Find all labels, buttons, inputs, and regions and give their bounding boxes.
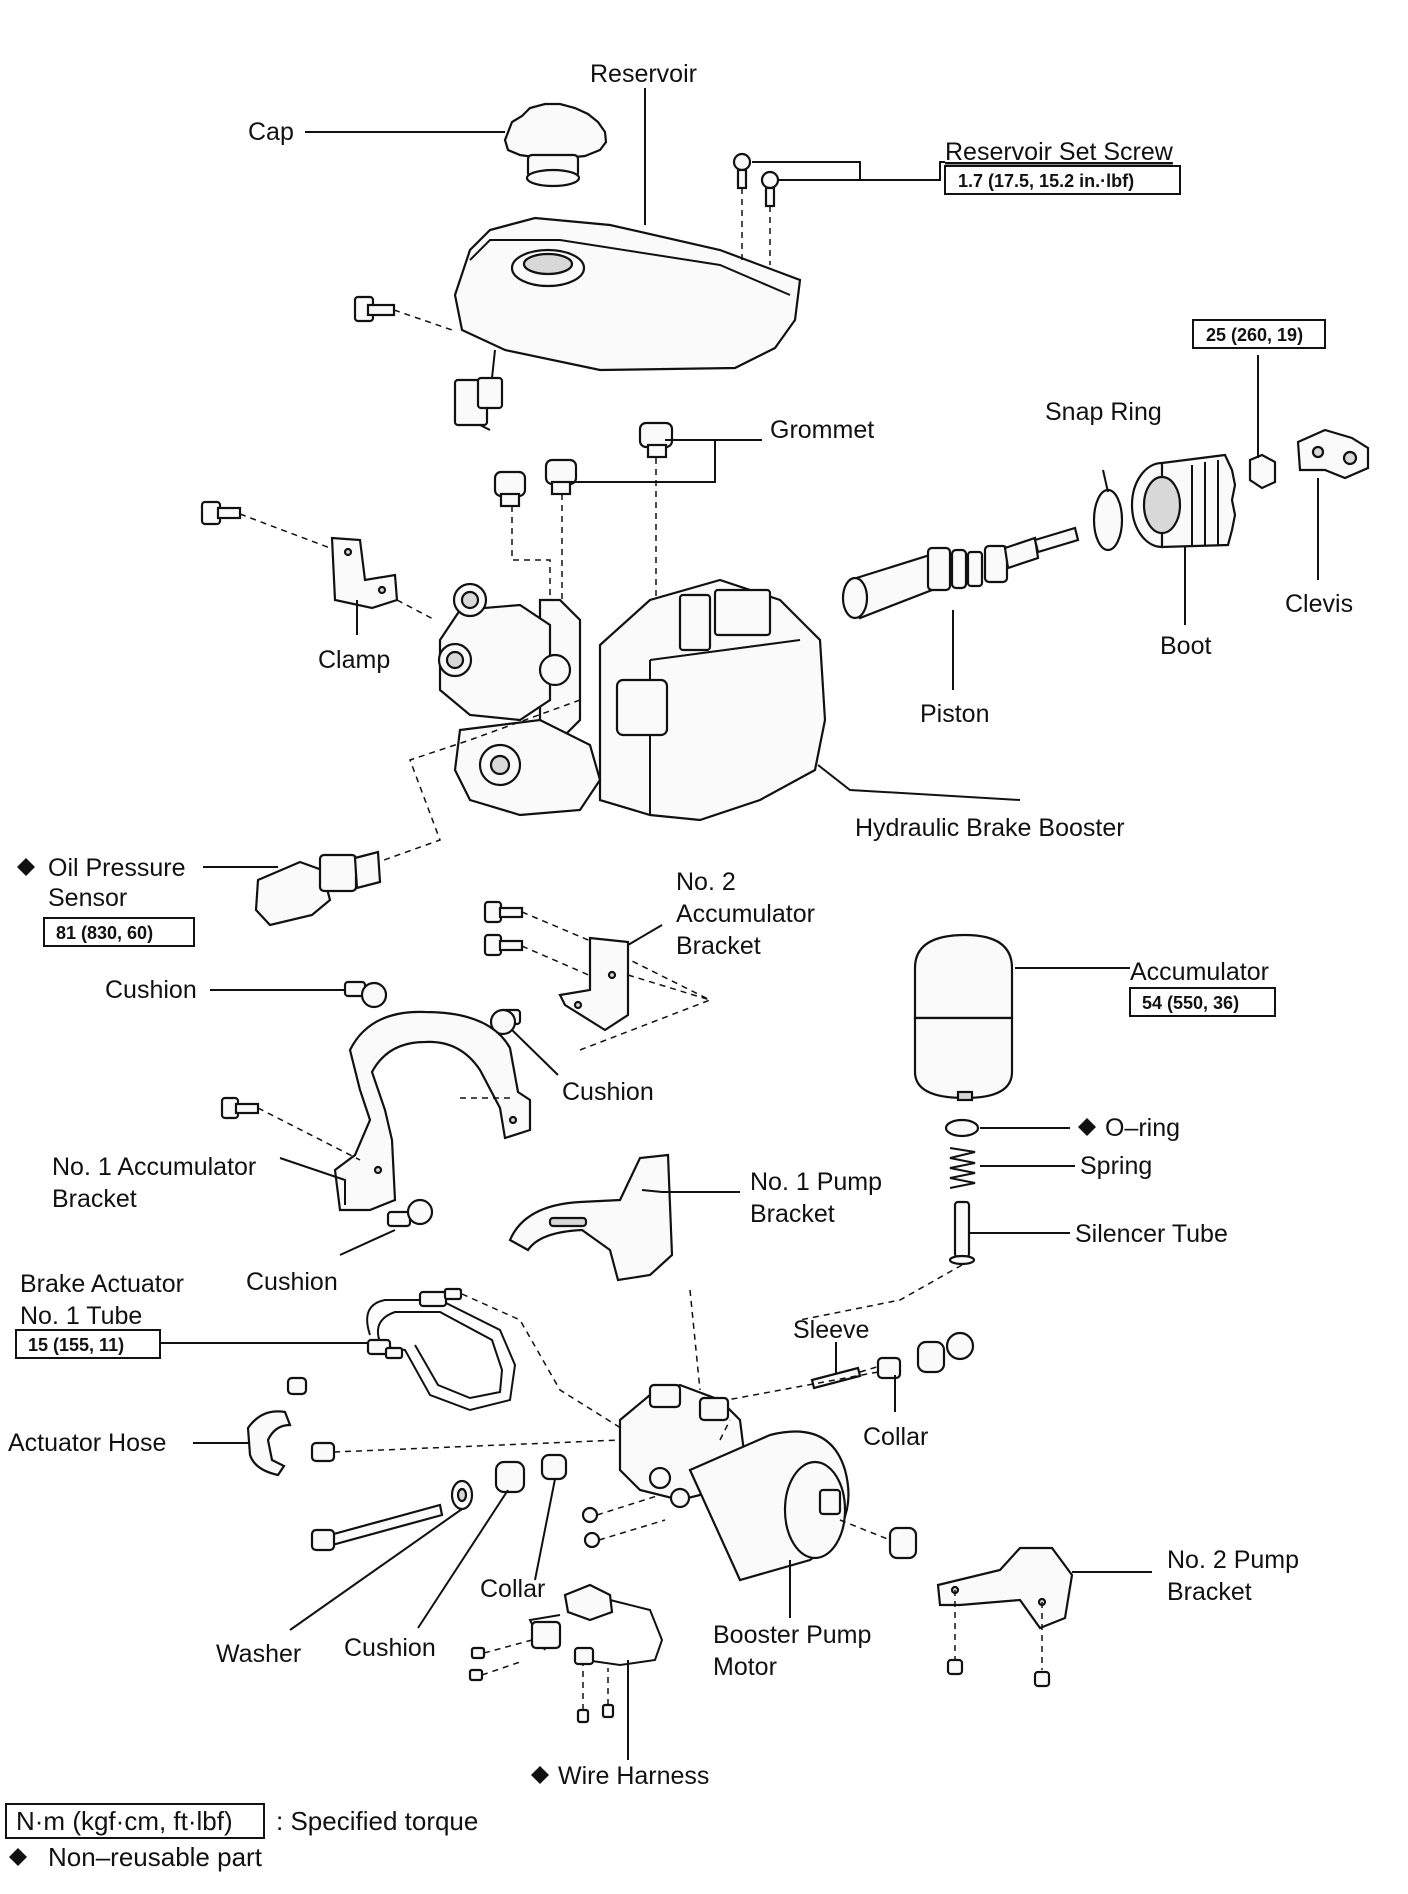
diamond-icon [531,1766,549,1784]
torque-box-brake-actuator-tube [15,1329,161,1359]
torque-clevis-nut: 25 (260, 19) [1206,325,1303,345]
cushion-part-1 [343,980,388,1009]
label-o-ring: O–ring [1105,1114,1180,1142]
label-clevis: Clevis [1285,590,1353,618]
torque-reservoir-set-screw: 1.7 (17.5, 15.2 in.·lbf) [958,171,1134,191]
cap-part [503,102,608,188]
label-brake-actuator-tube: Brake Actuator [20,1270,184,1298]
washer-part [450,1479,474,1511]
diamond-icon [1078,1118,1096,1136]
label-cap: Cap [248,118,294,146]
wire-harness-part [468,1583,664,1724]
collar-part-2 [540,1453,568,1481]
label-no2-accumulator-bracket-3: Bracket [676,932,761,960]
legend-torque-box [5,1803,265,1839]
accumulator-part [913,933,1014,1102]
label-boot: Boot [1160,632,1211,660]
spring-part [949,1147,976,1189]
boot-part [1130,453,1237,549]
grommet-parts [493,421,674,640]
legend-torque-unit: N·m (kgf·cm, ft·lbf) [16,1806,233,1836]
label-piston: Piston [920,700,989,728]
torque-specs: 1.7 (17.5, 15.2 in.·lbf) 25 (260, 19) 81… [15,165,1326,1359]
legend-torque-desc: : Specified torque [276,1806,478,1836]
label-grommet: Grommet [770,416,874,444]
label-brake-actuator-tube-2: No. 1 Tube [20,1302,142,1330]
label-sleeve: Sleeve [793,1316,869,1344]
torque-box-clevis-nut [1192,319,1326,349]
label-spring: Spring [1080,1152,1152,1180]
cushion-part-3 [386,1198,434,1228]
piston-part [841,526,1080,620]
label-no1-accumulator-bracket: No. 1 Accumulator [52,1153,256,1181]
torque-box-accumulator [1129,987,1276,1017]
oil-pressure-sensor-part [254,850,382,927]
label-no2-accumulator-bracket: No. 2 [676,868,736,896]
label-no1-accumulator-bracket-2: Bracket [52,1185,137,1213]
brake-actuator-tube-part [366,1287,641,1441]
torque-oil-pressure-sensor: 81 (830, 60) [56,923,153,943]
reservoir-part [453,216,802,431]
label-oil-pressure-sensor-2: Sensor [48,884,127,912]
no1-pump-bracket-part [508,1153,701,1391]
nuts-part [581,1494,666,1549]
collar-part-1 [699,1331,975,1406]
label-cushion-4: Cushion [344,1634,436,1662]
reservoir-set-screw-part [732,152,780,265]
label-reservoir-set-screw: Reservoir Set Screw [945,138,1174,166]
label-reservoir: Reservoir [590,60,697,88]
actuator-hose-part [246,1376,621,1477]
torque-box-oil-pressure-sensor [43,917,195,947]
part-labels: Reservoir Cap Reservoir Set Screw Gromme… [8,60,1353,1790]
diamond-icon [17,858,35,876]
label-washer: Washer [216,1640,301,1668]
sleeve-part [810,1365,881,1390]
label-accumulator: Accumulator [1130,958,1269,986]
non-reusable-markers [9,858,1096,1866]
clevis-part [1296,428,1370,480]
label-cushion-1: Cushion [105,976,197,1004]
label-cushion-3: Cushion [246,1268,338,1296]
o-ring-part [944,1118,980,1138]
label-snap-ring: Snap Ring [1045,398,1162,426]
screw-part [353,295,453,331]
label-hydraulic-brake-booster: Hydraulic Brake Booster [855,814,1125,842]
leader-lines [160,88,1319,1760]
diamond-icon [9,1848,27,1866]
label-wire-harness: Wire Harness [558,1762,709,1790]
label-oil-pressure-sensor: Oil Pressure [48,854,186,882]
booster-pump-motor-part [618,1383,891,1582]
label-no1-pump-bracket: No. 1 Pump [750,1168,882,1196]
label-actuator-hose: Actuator Hose [8,1429,166,1457]
label-collar-2: Collar [480,1575,545,1603]
torque-box-reservoir-set-screw [944,165,1181,195]
label-cushion-2: Cushion [562,1078,654,1106]
no2-accumulator-bracket-part [483,900,712,1051]
torque-accumulator: 54 (550, 36) [1142,993,1239,1013]
label-no2-accumulator-bracket-2: Accumulator [676,900,815,928]
clamp-part [200,500,436,621]
cushion-part-4 [494,1460,526,1494]
label-collar-1: Collar [863,1423,928,1451]
label-no1-pump-bracket-2: Bracket [750,1200,835,1228]
cushion-part-2 [489,1008,522,1036]
label-clamp: Clamp [318,646,390,674]
legend-non-reusable: Non–reusable part [48,1842,263,1872]
no1-accumulator-bracket-part [220,1010,532,1212]
label-no2-pump-bracket: No. 2 Pump [1167,1546,1299,1574]
label-booster-pump-motor-2: Motor [713,1653,777,1681]
label-no2-pump-bracket-2: Bracket [1167,1578,1252,1606]
label-booster-pump-motor: Booster Pump [713,1621,871,1649]
snap-ring-part [1092,488,1124,552]
clevis-nut-part [1248,453,1277,490]
torque-brake-actuator-tube: 15 (155, 11) [28,1335,124,1355]
no2-pump-bracket-part [888,1526,1074,1688]
hydraulic-brake-booster-part [369,578,827,866]
label-silencer-tube: Silencer Tube [1075,1220,1228,1248]
legend: N·m (kgf·cm, ft·lbf) : Specified torque … [5,1803,478,1872]
silencer-tube-part [799,1200,976,1321]
bolt-part [310,1503,444,1552]
